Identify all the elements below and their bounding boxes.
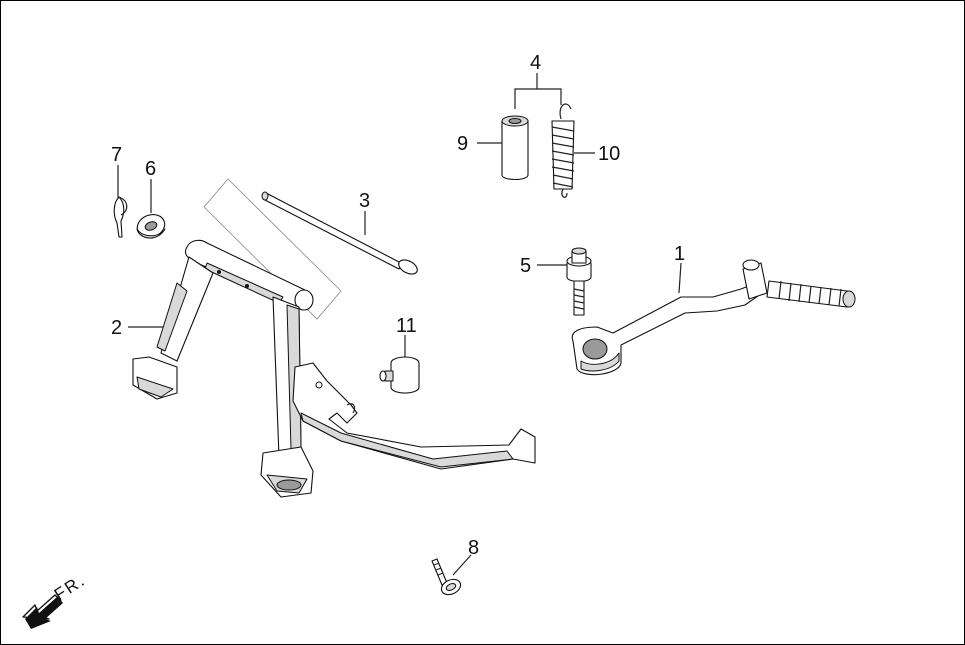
part-1-kick-lever (571, 259, 856, 376)
part-7-cotter-pin (113, 196, 128, 238)
part-8-bolt (431, 558, 462, 596)
callout-9: 9 (457, 133, 468, 155)
front-direction-arrow-icon (22, 594, 63, 629)
callout-4: 4 (530, 52, 541, 74)
callout-7: 7 (111, 144, 122, 166)
callout-10: 10 (598, 143, 620, 165)
part-2-stand-lever (292, 362, 536, 470)
part-5-bolt (566, 247, 592, 316)
front-direction-indicator: FR. (22, 570, 89, 629)
callout-3: 3 (359, 190, 370, 212)
callout-1: 1 (674, 243, 685, 265)
callout-5: 5 (520, 255, 531, 277)
callout-11: 11 (396, 315, 417, 337)
part-2-main-stand (132, 239, 314, 498)
part-3-pivot-shaft (203, 178, 418, 320)
callout-2: 2 (111, 317, 122, 339)
callout-labels: 1 2 3 4 5 6 7 8 9 10 11 (111, 52, 685, 559)
part-6-washer (136, 214, 166, 239)
callout-6: 6 (145, 158, 156, 180)
callout-8: 8 (468, 537, 479, 559)
part-10-spring (551, 103, 575, 198)
leader-lines (117, 73, 682, 576)
part-9-collar (501, 115, 529, 181)
part-11-stopper (379, 356, 420, 394)
